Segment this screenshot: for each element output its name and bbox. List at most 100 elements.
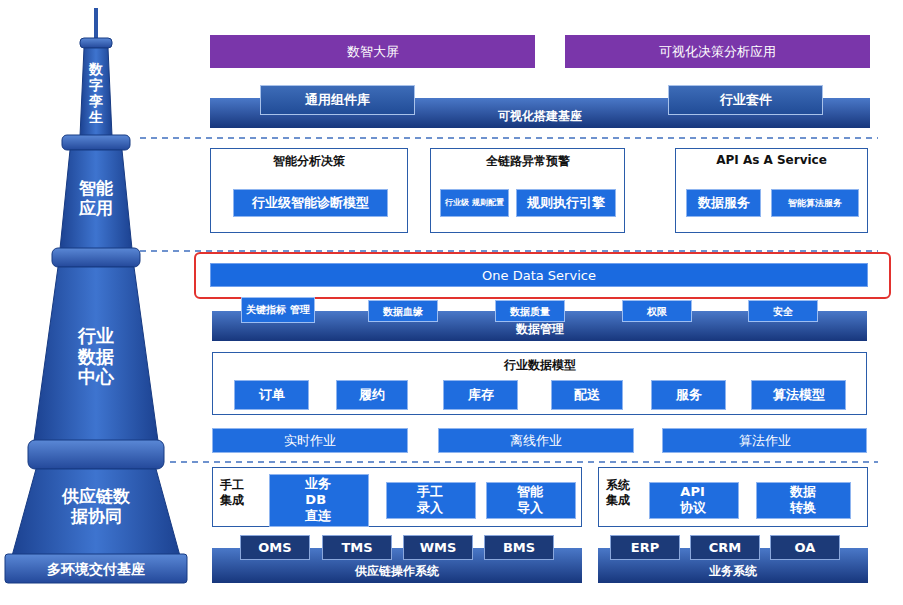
node-label: 业务系统 bbox=[709, 563, 757, 580]
tower-ring bbox=[28, 440, 164, 469]
management-chip: 安全 bbox=[748, 300, 818, 322]
module-box: 服务 bbox=[651, 380, 726, 410]
node-label: 数据转换 bbox=[790, 484, 817, 517]
node-label: 手工 集成 bbox=[220, 478, 245, 508]
node-label: 供应链数据协同 bbox=[61, 487, 131, 526]
system-box: TMS bbox=[322, 535, 392, 560]
group-box: 行业数据模型订单 履约 库存 配送 服务 算法模型 bbox=[212, 352, 867, 415]
node-label: 订单 bbox=[259, 386, 285, 404]
layer-band: 业务系统ERPCRMOA bbox=[598, 548, 868, 583]
node-label: 业务DB直连 bbox=[305, 476, 332, 525]
node-label: 全链路异常预警 bbox=[486, 153, 570, 170]
node-label: 数据血缘 bbox=[383, 306, 423, 317]
node-label: OA bbox=[795, 540, 816, 555]
node-label: 智能应用 bbox=[78, 179, 114, 218]
management-chip: 数据质量 bbox=[495, 300, 565, 322]
module-box: 配送 bbox=[551, 380, 623, 410]
node-label: 关键指标 管理 bbox=[246, 305, 309, 316]
node-label: 数据管理 bbox=[516, 321, 564, 338]
node-label: BMS bbox=[503, 540, 535, 555]
highlight-frame bbox=[195, 253, 890, 298]
management-chip: 权限 bbox=[622, 300, 692, 322]
node-label: 算法作业 bbox=[739, 432, 791, 450]
dashed-divider bbox=[140, 250, 878, 252]
layer-band: 数据管理关键指标 管理数据血缘数据质量权限安全 bbox=[212, 311, 867, 341]
node-label: 数字孪生 bbox=[89, 61, 103, 125]
node-label: 供应链操作系统 bbox=[355, 563, 439, 580]
module-box: 行业级 规则配置 bbox=[440, 189, 509, 217]
tower-label: 供应链数据协同 bbox=[38, 484, 154, 530]
component-tab: 通用组件库 bbox=[260, 85, 415, 115]
system-box: WMS bbox=[403, 535, 473, 560]
tower-cap bbox=[80, 38, 112, 48]
group-box: 全链路异常预警行业级 规则配置 规则执行引擎 bbox=[430, 148, 625, 233]
node-label: 权限 bbox=[647, 306, 667, 317]
node-label: 规则执行引擎 bbox=[527, 194, 605, 212]
node-label: One Data Service bbox=[482, 268, 596, 283]
tower-label: 智能应用 bbox=[74, 176, 118, 222]
module-box: 履约 bbox=[336, 380, 408, 410]
module-box: 业务DB直连 bbox=[269, 474, 369, 527]
node-label: 算法模型 bbox=[773, 386, 825, 404]
node-label: 数据质量 bbox=[510, 306, 550, 317]
node-label: CRM bbox=[709, 540, 742, 555]
node-label: OMS bbox=[258, 540, 291, 555]
tower-shaft bbox=[60, 150, 132, 249]
node-label: API As A Service bbox=[716, 153, 827, 167]
tower-label: 行业数据中心 bbox=[72, 322, 120, 392]
node-label: 手工录入 bbox=[417, 484, 444, 517]
system-box: OMS bbox=[240, 535, 310, 560]
node-label: 数据服务 bbox=[698, 194, 750, 212]
node-label: 系统 集成 bbox=[606, 478, 631, 508]
node-label: 数智大屏 bbox=[347, 43, 399, 61]
integration-group: 手工 集成 业务DB直连 手工录入 智能导入 bbox=[212, 467, 582, 527]
node-label: 智能分析决策 bbox=[273, 153, 345, 170]
tower-illustration bbox=[5, 8, 187, 583]
module-box: 智能算法服务 bbox=[771, 189, 859, 217]
tower-plinth bbox=[5, 554, 187, 583]
node-label: API协议 bbox=[680, 484, 707, 517]
module-box: 手工录入 bbox=[386, 482, 476, 519]
module-box: 库存 bbox=[443, 380, 518, 410]
node-label: TMS bbox=[341, 540, 372, 555]
system-box: BMS bbox=[484, 535, 554, 560]
module-box: 智能导入 bbox=[486, 482, 576, 519]
node-label: 履约 bbox=[359, 386, 385, 404]
node-label: 行业级 规则配置 bbox=[445, 198, 504, 207]
management-chip: 数据血缘 bbox=[368, 300, 438, 322]
node-label: 实时作业 bbox=[284, 432, 336, 450]
node-label: 行业套件 bbox=[720, 91, 772, 109]
node-label: 行业数据中心 bbox=[77, 326, 115, 388]
module-box: 规则执行引擎 bbox=[516, 189, 616, 217]
node-label: 配送 bbox=[574, 386, 600, 404]
module-box: API协议 bbox=[649, 482, 739, 519]
group-box: 智能分析决策行业级智能诊断模型 bbox=[210, 148, 408, 233]
module-box: 算法模型 bbox=[751, 380, 846, 410]
app-box: 可视化决策分析应用 bbox=[565, 35, 870, 68]
tower-spire bbox=[94, 8, 98, 42]
integration-group: 系统 集成 API协议 数据转换 bbox=[598, 467, 868, 527]
node-label: 服务 bbox=[676, 386, 702, 404]
app-box: 数智大屏 bbox=[210, 35, 535, 68]
component-tab: 行业套件 bbox=[668, 85, 823, 115]
layer-dividers bbox=[140, 138, 878, 462]
layer-band: 可视化搭建基座通用组件库行业套件 bbox=[210, 98, 870, 128]
data-service-bar: One Data Service bbox=[210, 263, 868, 287]
node-label: 通用组件库 bbox=[305, 91, 370, 109]
tower-shaft bbox=[80, 48, 112, 136]
tower-ring bbox=[62, 135, 130, 150]
node-label: 安全 bbox=[773, 306, 793, 317]
node-label: ERP bbox=[631, 540, 659, 555]
group-box: API As A Service 数据服务 智能算法服务 bbox=[675, 148, 868, 233]
node-label: 离线作业 bbox=[510, 432, 562, 450]
layer-band: 供应链操作系统OMSTMSWMSBMS bbox=[212, 548, 582, 583]
node-label: 行业级智能诊断模型 bbox=[252, 194, 369, 212]
node-label: 行业数据模型 bbox=[504, 357, 576, 374]
module-box: 订单 bbox=[234, 380, 309, 410]
tower-body bbox=[34, 267, 158, 441]
node-label: 多环境交付基座 bbox=[47, 561, 145, 577]
module-box: 数据转换 bbox=[756, 482, 851, 519]
system-box: OA bbox=[770, 535, 840, 560]
module-box: 离线作业 bbox=[438, 428, 634, 453]
tower-label: 多环境交付基座 bbox=[8, 558, 184, 580]
